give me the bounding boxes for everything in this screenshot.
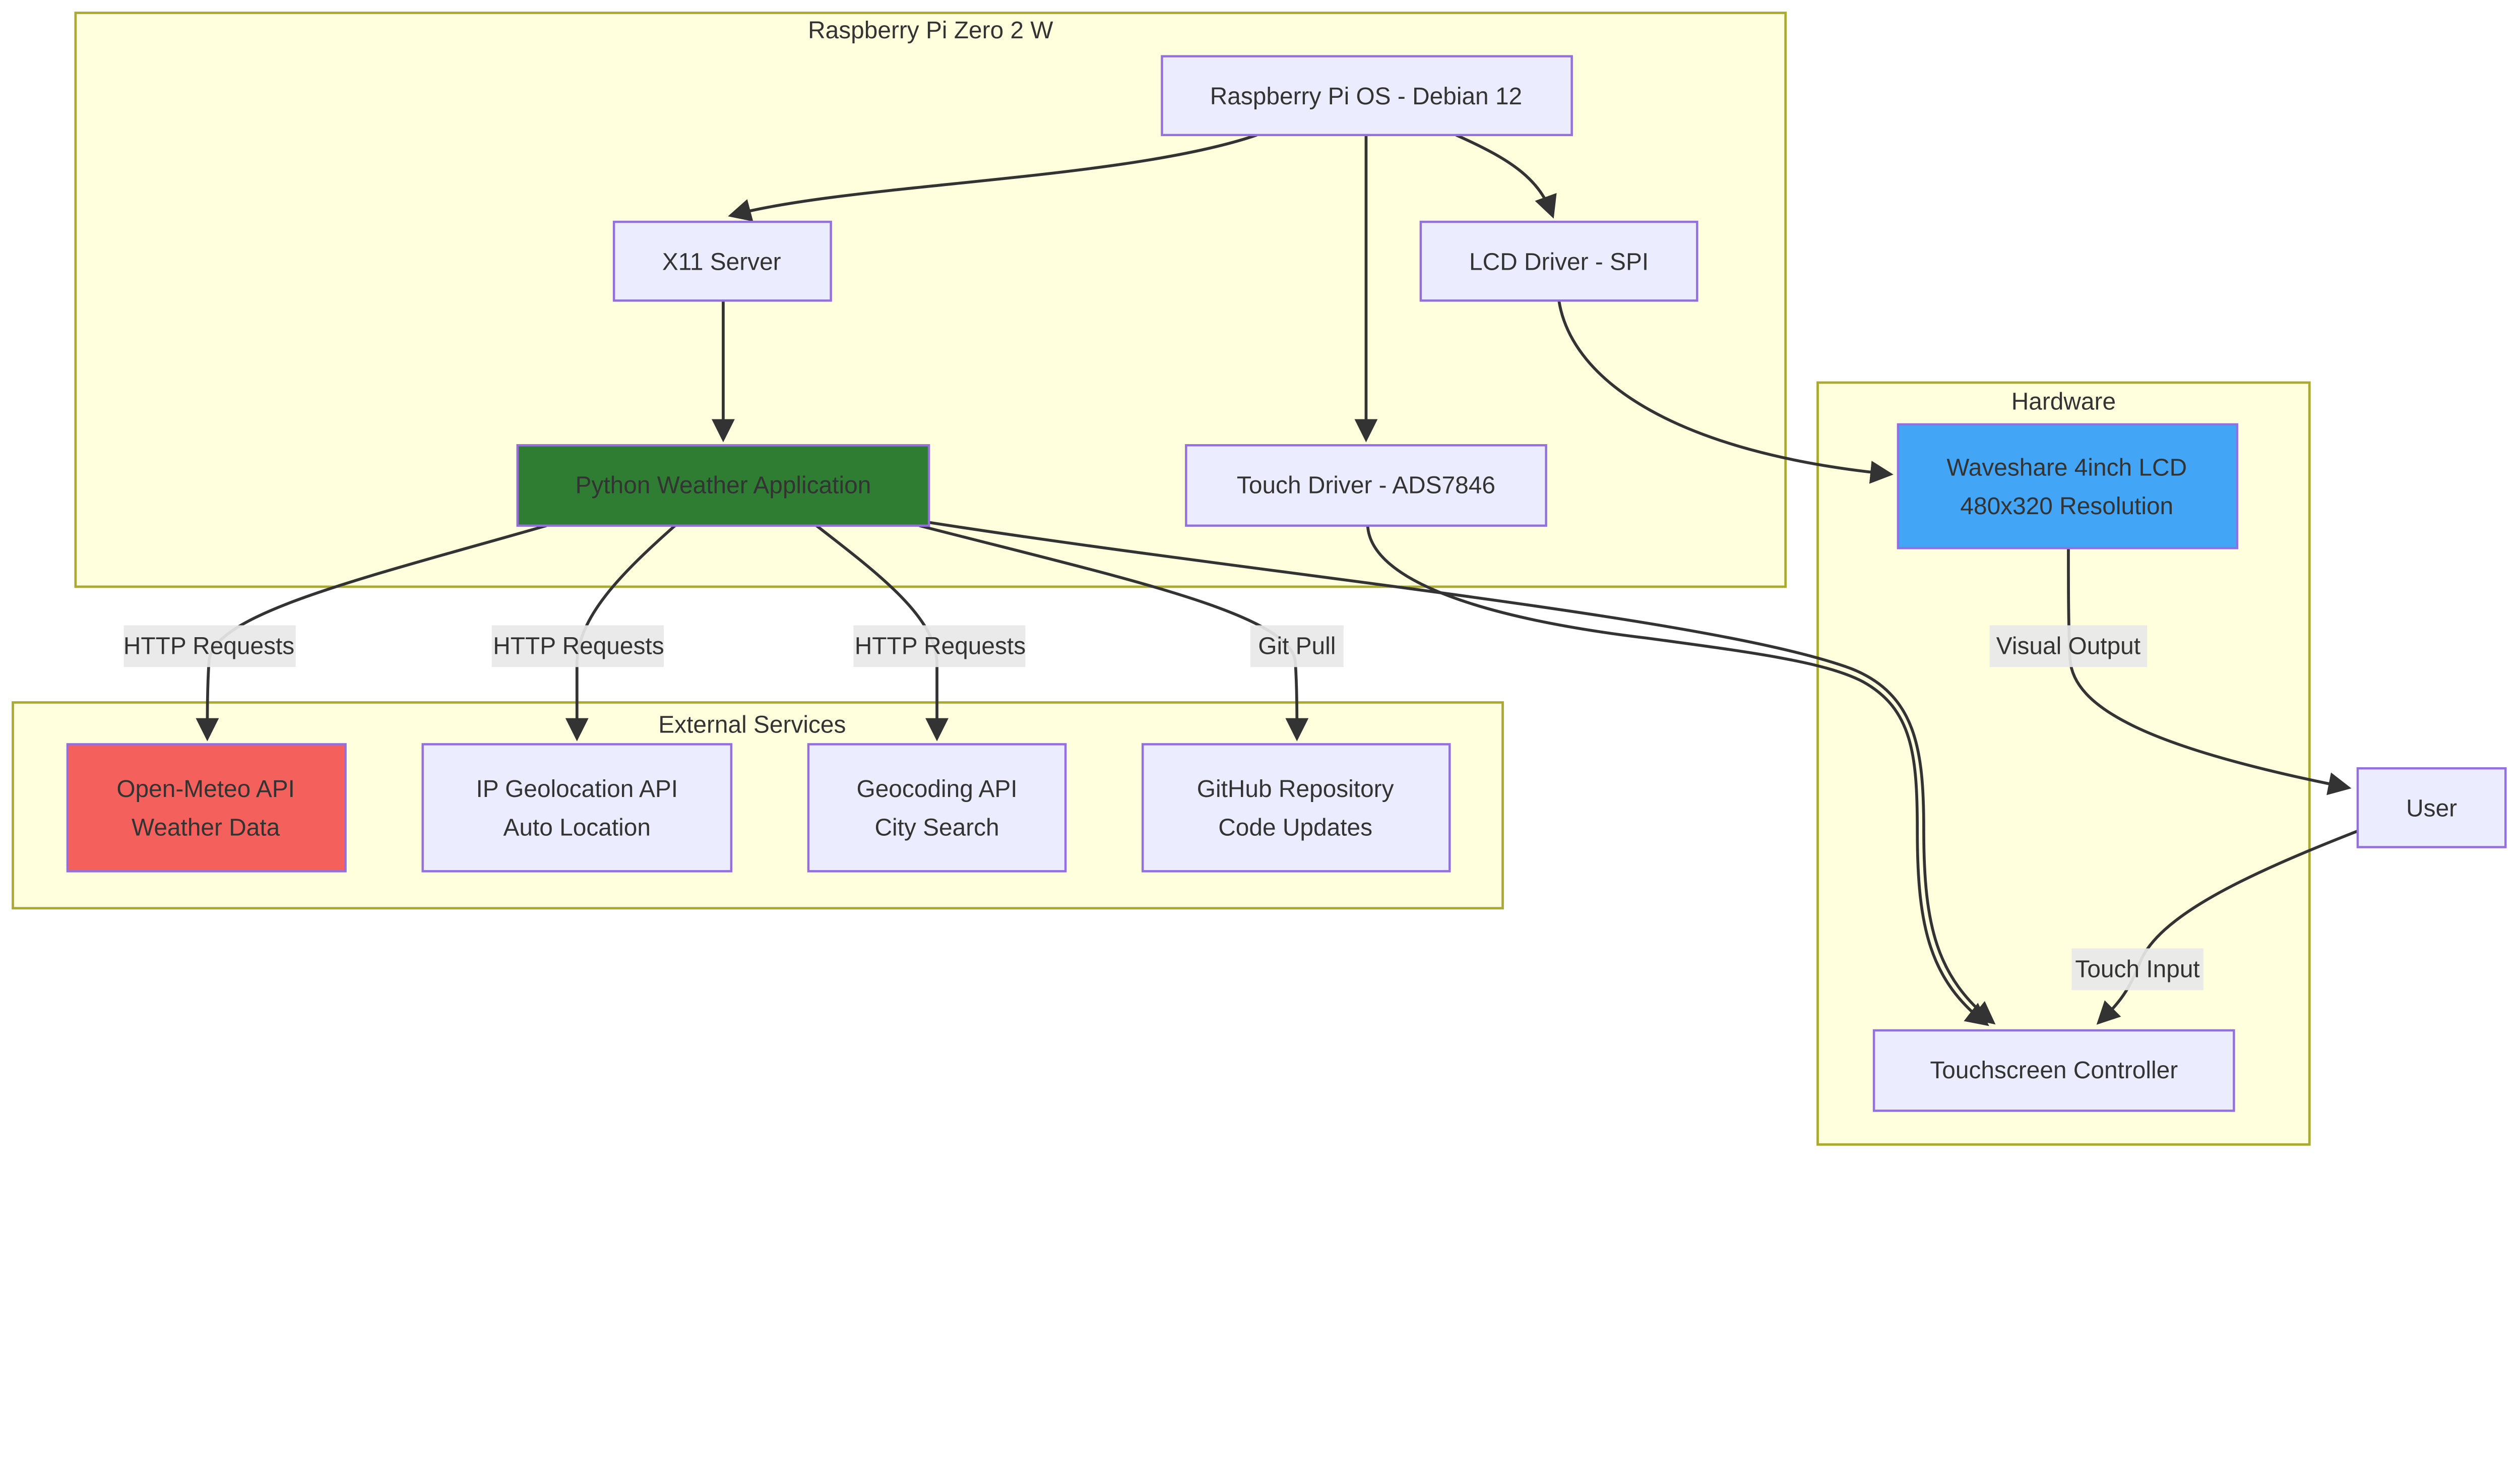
node-geocoding-api-line2: City Search	[874, 815, 999, 841]
edge-lcd-driver-waveshare	[1557, 300, 1894, 484]
node-ip-geolocation-api-line1: IP Geolocation API	[476, 776, 678, 803]
node-ip-geolocation-api: IP Geolocation API Auto Location	[421, 743, 733, 873]
node-raspberry-pi-os-label: Raspberry Pi OS - Debian 12	[1210, 83, 1522, 110]
node-geocoding-api: Geocoding API City Search	[807, 743, 1067, 873]
node-waveshare-lcd-line1: Waveshare 4inch LCD	[1946, 454, 2187, 481]
node-user-box	[2356, 767, 2507, 848]
node-github-repository-line2: Code Updates	[1218, 815, 1372, 841]
node-x11-server: X11 Server	[612, 220, 832, 302]
edge-label-http2: HTTP Requests	[493, 633, 664, 659]
edge-label-http1-bg	[123, 625, 296, 667]
edge-app-touchscreen	[928, 521, 1996, 1025]
edge-label-git-pull: Git Pull	[1258, 633, 1336, 659]
edge-label-http2-bg	[491, 625, 664, 667]
node-ip-geolocation-api-line2: Auto Location	[503, 815, 651, 841]
node-github-repository: GitHub Repository Code Updates	[1141, 743, 1451, 873]
cluster-hardware-label: Hardware	[2011, 389, 2116, 415]
node-touch-driver-box	[1185, 444, 1547, 527]
node-geocoding-api-box	[807, 743, 1067, 873]
node-raspberry-pi-os-box	[1161, 55, 1573, 137]
node-waveshare-lcd-line2: 480x320 Resolution	[1960, 493, 2173, 520]
node-touchscreen-controller-box	[1872, 1029, 2235, 1112]
edge-labels: HTTP Requests HTTP Requests HTTP Request…	[123, 625, 2203, 991]
node-open-meteo-api: Open-Meteo API Weather Data	[66, 743, 347, 873]
node-waveshare-lcd-box	[1897, 423, 2239, 549]
edge-label-git-pull-bg	[1250, 625, 1344, 667]
edge-label-http3-bg	[853, 625, 1026, 667]
node-touch-driver: Touch Driver - ADS7846	[1185, 444, 1547, 527]
edge-os-lcd-driver	[1455, 134, 1557, 219]
node-touch-driver-label: Touch Driver - ADS7846	[1237, 472, 1495, 499]
node-github-repository-line1: GitHub Repository	[1197, 776, 1394, 803]
node-geocoding-api-line1: Geocoding API	[857, 776, 1018, 803]
edge-touch-driver-touchscreen	[1366, 525, 1989, 1026]
node-open-meteo-api-line1: Open-Meteo API	[116, 776, 295, 803]
flowchart-svg: Raspberry Pi Zero 2 W Hardware External …	[12, 12, 2507, 1146]
node-user: User	[2356, 767, 2507, 848]
edge-label-visual-output-bg	[1989, 625, 2148, 667]
cluster-external-services-label: External Services	[658, 712, 846, 739]
node-github-repository-box	[1141, 743, 1451, 873]
edge-label-http3: HTTP Requests	[855, 633, 1026, 659]
node-python-weather-app-box	[516, 444, 930, 527]
node-ip-geolocation-api-box	[421, 743, 733, 873]
node-raspberry-pi-os: Raspberry Pi OS - Debian 12	[1161, 55, 1573, 137]
node-lcd-driver: LCD Driver - SPI	[1419, 220, 1698, 302]
node-lcd-driver-box	[1419, 220, 1698, 302]
node-x11-server-label: X11 Server	[662, 249, 781, 275]
node-python-weather-app: Python Weather Application	[516, 444, 930, 527]
edge-os-x11	[728, 134, 1257, 222]
edge-label-touch-input: Touch Input	[2075, 956, 2199, 982]
node-python-weather-app-label: Python Weather Application	[576, 472, 871, 499]
edge-label-http1: HTTP Requests	[123, 633, 294, 659]
node-open-meteo-api-line2: Weather Data	[132, 815, 280, 841]
node-open-meteo-api-box	[66, 743, 347, 873]
node-waveshare-lcd: Waveshare 4inch LCD 480x320 Resolution	[1897, 423, 2239, 549]
node-lcd-driver-label: LCD Driver - SPI	[1469, 249, 1649, 275]
edge-user-touchscreen	[2096, 829, 2358, 1025]
node-user-label: User	[2406, 795, 2457, 822]
node-touchscreen-controller: Touchscreen Controller	[1872, 1029, 2235, 1112]
architecture-diagram: Raspberry Pi Zero 2 W Hardware External …	[12, 12, 2507, 1146]
cluster-raspberry-pi-zero-label: Raspberry Pi Zero 2 W	[808, 17, 1053, 44]
edge-label-touch-input-bg	[2071, 948, 2203, 991]
node-x11-server-box	[612, 220, 832, 302]
edge-waveshare-user	[2067, 548, 2352, 795]
nodes: Raspberry Pi OS - Debian 12 X11 Server L…	[66, 55, 2507, 1112]
node-touchscreen-controller-label: Touchscreen Controller	[1930, 1057, 2178, 1084]
edge-label-visual-output: Visual Output	[1996, 633, 2140, 659]
